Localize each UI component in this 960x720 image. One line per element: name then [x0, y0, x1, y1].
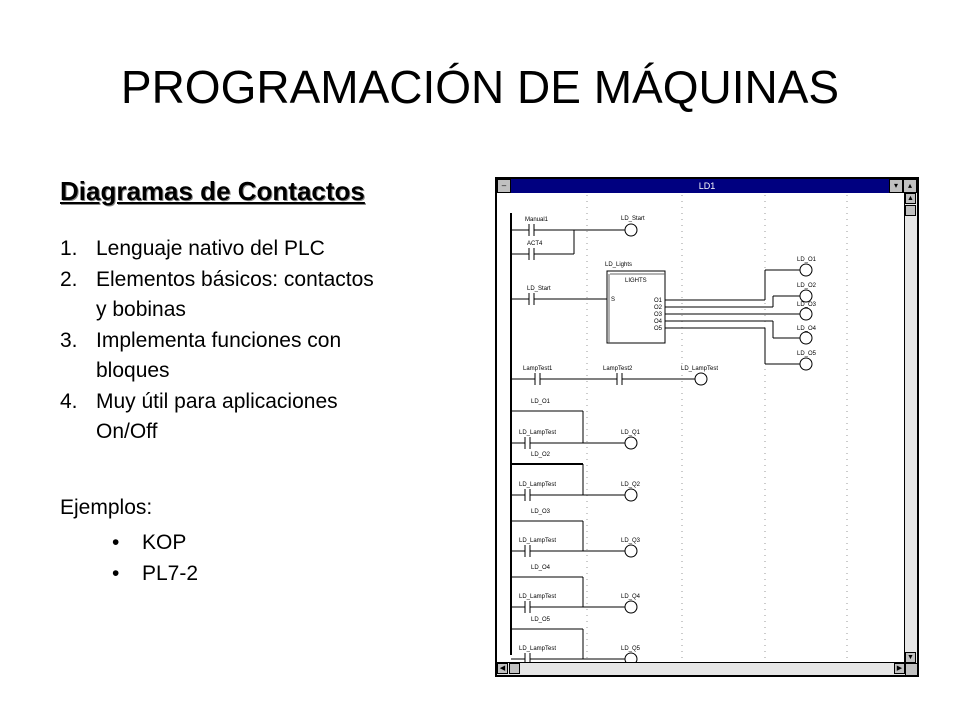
contact-label: LD_O5 — [531, 617, 551, 623]
block-output-pin: O4 — [654, 319, 663, 325]
block-output-pin: O1 — [654, 298, 663, 304]
horizontal-scrollbar[interactable]: ◀ ▶ — [497, 662, 905, 675]
section-heading: Diagramas de Contactos — [60, 176, 365, 206]
bullet-icon: • — [112, 531, 120, 554]
contact-label: LD_LampTest — [519, 430, 556, 436]
list-text: Elementos básicos: contactos — [96, 267, 374, 291]
example-text: KOP — [142, 531, 187, 554]
coil-label: LD_Q3 — [621, 538, 641, 544]
block-input-pin: S — [611, 297, 615, 303]
coil-label: LD_Q4 — [621, 594, 641, 600]
list-item: • PL7-2 — [112, 558, 198, 589]
block-output-pin: O3 — [654, 312, 663, 318]
contact-label: LD_O1 — [531, 399, 551, 405]
coil-label: LD_Q1 — [621, 430, 641, 436]
list-item: 1. Lenguaje nativo del PLC — [60, 234, 460, 265]
bullet-icon: • — [112, 562, 120, 585]
list-item: 2. Elementos básicos: contactos y bobina… — [60, 265, 460, 326]
window-titlebar[interactable]: – LD1 ▾ ▴ — [497, 179, 917, 193]
minus-icon[interactable]: – — [497, 179, 511, 193]
coil-label: LD_O1 — [797, 257, 817, 263]
examples-label: Ejemplos: — [60, 496, 153, 519]
contact-label: ACT4 — [527, 241, 543, 247]
contact-label: Manual1 — [525, 217, 549, 223]
list-number: 2. — [60, 267, 78, 291]
coil-label: LD_Q5 — [621, 646, 641, 652]
contact-label: LD_O2 — [531, 452, 551, 458]
coil-label: LD_LampTest — [681, 366, 718, 372]
coil-label: LD_Q2 — [621, 482, 641, 488]
scroll-thumb[interactable] — [509, 663, 520, 674]
contact-label: LampTest2 — [603, 366, 633, 372]
block-output-pin: O5 — [654, 326, 663, 332]
coil-label: LD_O5 — [797, 351, 817, 357]
scroll-thumb[interactable] — [905, 205, 916, 216]
scroll-left-icon[interactable]: ◀ — [497, 663, 508, 674]
list-text: Implementa funciones con — [96, 328, 342, 352]
example-text: PL7-2 — [142, 562, 199, 585]
list-item: 3. Implementa funciones con bloques — [60, 326, 460, 387]
list-item: 4. Muy útil para aplicaciones On/Off — [60, 387, 460, 448]
list-text: On/Off — [96, 420, 158, 443]
contact-label: LD_Start — [527, 286, 551, 292]
coil-label: LD_O3 — [797, 302, 817, 308]
minimize-icon[interactable]: ▾ — [889, 179, 903, 193]
contact-label: LampTest1 — [523, 366, 553, 372]
contact-label: LD_O3 — [531, 509, 551, 515]
scroll-up-icon[interactable]: ▲ — [905, 193, 916, 204]
coil-label: LD_O2 — [797, 283, 817, 289]
scroll-down-icon[interactable]: ▼ — [905, 652, 916, 663]
scroll-right-icon[interactable]: ▶ — [894, 663, 905, 674]
slide-title: PROGRAMACIÓN DE MÁQUINAS — [120, 61, 840, 113]
features-list: 1. Lenguaje nativo del PLC 2. Elementos … — [60, 234, 460, 448]
list-text: Lenguaje nativo del PLC — [96, 237, 325, 260]
block-output-pin: O2 — [654, 305, 663, 311]
contact-label: LD_LampTest — [519, 482, 556, 488]
ladder-diagram: Manual1 ACT4 LD_Start LD_Lights LIGHTS S… — [510, 195, 848, 665]
list-text: Muy útil para aplicaciones — [96, 389, 338, 413]
list-text: y bobinas — [96, 298, 186, 321]
contact-label: LD_LampTest — [519, 646, 556, 652]
contact-label: LD_O4 — [531, 565, 551, 571]
maximize-icon[interactable]: ▴ — [903, 179, 917, 193]
coil-label: LD_O4 — [797, 326, 817, 332]
list-item: • KOP — [112, 527, 198, 558]
scroll-corner — [905, 663, 917, 675]
contact-label: LD_LampTest — [519, 594, 556, 600]
window-title: LD1 — [698, 181, 716, 191]
list-number: 1. — [60, 237, 78, 260]
block-instance-label: LD_Lights — [605, 262, 632, 268]
list-text: bloques — [96, 359, 170, 382]
vertical-scrollbar[interactable]: ▲ ▼ — [904, 193, 917, 663]
ld-editor-window: – LD1 ▾ ▴ — [495, 177, 919, 677]
coil-label: LD_Start — [621, 216, 645, 222]
list-number: 4. — [60, 389, 78, 413]
contact-label: LD_LampTest — [519, 538, 556, 544]
block-type-label: LIGHTS — [625, 278, 647, 284]
examples-list: • KOP • PL7-2 — [112, 527, 198, 589]
list-number: 3. — [60, 328, 78, 352]
